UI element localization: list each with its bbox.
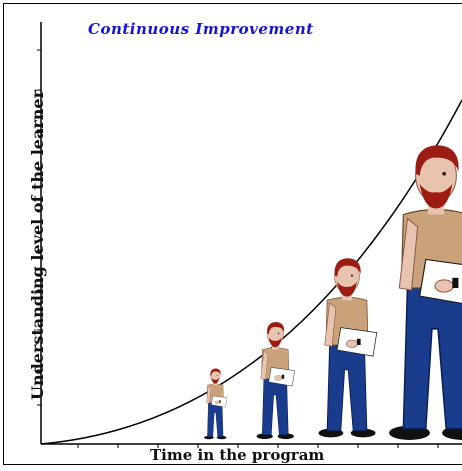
growth-curve (40, 99, 462, 445)
learner-figure (389, 145, 462, 440)
learner-figures (203, 145, 462, 440)
learner-figure (203, 368, 228, 440)
x-axis-ticks (77, 444, 439, 448)
diagram-title: Continuous Improvement (88, 20, 314, 38)
learner-figure (256, 322, 295, 440)
frame-border (3, 3, 462, 465)
x-axis-label: Time in the program (150, 446, 325, 464)
y-axis-label: Understanding level of the learner (28, 89, 47, 400)
y-axis-ticks (37, 49, 41, 406)
learner-figure (318, 258, 378, 438)
